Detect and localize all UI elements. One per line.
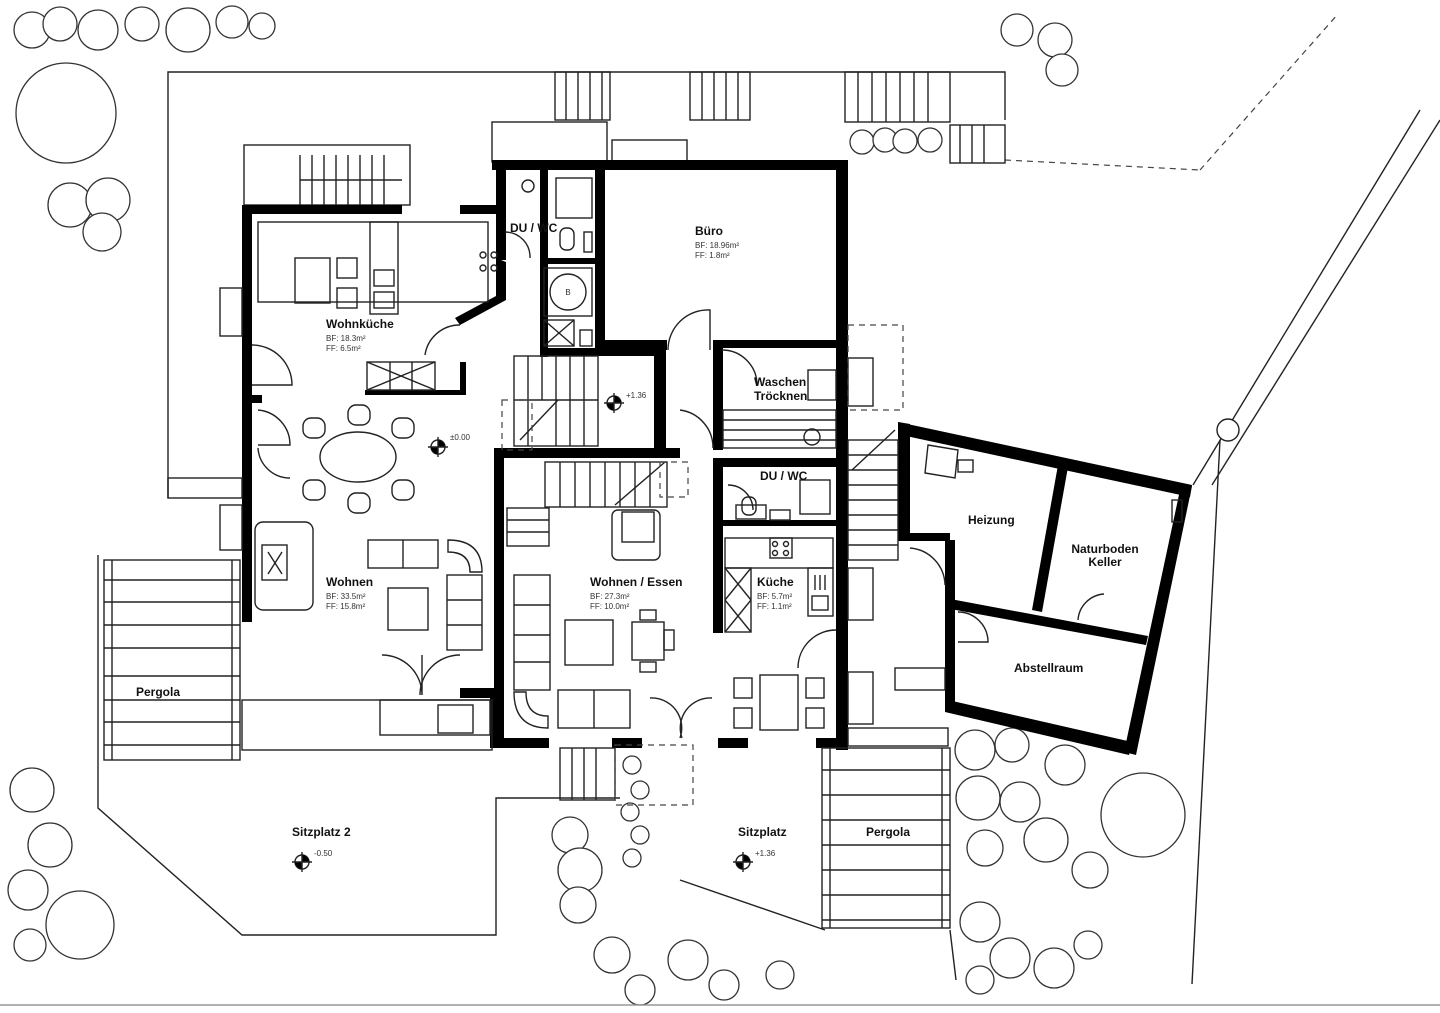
room-name-wohnkueche: Wohnküche <box>326 317 394 331</box>
room-name-kueche: Küche <box>757 575 794 589</box>
room-name-wohnen: Wohnen <box>326 575 373 589</box>
tree-cluster-bottom-left <box>7 767 115 962</box>
room-name-buero: Büro <box>695 224 723 238</box>
room-name-abstellraum: Abstellraum <box>1014 661 1083 675</box>
room-ff-buero: FF: 1.8m² <box>695 251 730 260</box>
room-bf-wohnen: BF: 33.5m² <box>326 592 366 601</box>
room-bf-wohnkueche: BF: 18.3m² <box>326 334 366 343</box>
room-name-wohnen-essen: Wohnen / Essen <box>590 575 682 589</box>
pergola-right-structure <box>821 727 951 929</box>
level-marker-sitzplatz2: -0.50 <box>292 849 333 872</box>
tree-cluster-top-left <box>13 5 276 252</box>
room-ff-wohnkueche: FF: 6.5m² <box>326 344 361 353</box>
interior-stairs <box>501 355 946 806</box>
room-name-waschen: Waschen <box>754 375 806 389</box>
tree-cluster-top-right <box>849 13 1079 155</box>
level-markers: +1.36 ±0.00 -0.50 +1.36 <box>292 391 776 872</box>
stair-treads-north <box>565 72 985 163</box>
room-name-sitzplatz: Sitzplatz <box>738 825 787 839</box>
doors <box>251 231 1105 739</box>
room-name-naturboden: Naturboden <box>1071 542 1138 556</box>
shrubs-path <box>620 755 650 868</box>
level-marker-stair: +1.36 <box>604 391 647 413</box>
room-name-heizung: Heizung <box>968 513 1015 527</box>
room-bf-buero: BF: 18.96m² <box>695 241 739 250</box>
room-labels: Wohnküche BF: 18.3m² FF: 6.5m² DU / WC B… <box>136 221 1139 839</box>
room-name-keller: Keller <box>1088 555 1122 569</box>
room-name-pergola-right: Pergola <box>866 825 910 839</box>
furniture: B <box>254 177 974 731</box>
room-ff-kueche: FF: 1.1m² <box>757 602 792 611</box>
walls <box>242 160 1192 755</box>
room-ff-wohnen: FF: 15.8m² <box>326 602 365 611</box>
level-label-sitzplatz2: -0.50 <box>314 849 333 858</box>
level-marker-sitzplatz: +1.36 <box>733 849 776 872</box>
level-marker-living: ±0.00 <box>428 433 471 457</box>
room-name-sitzplatz2: Sitzplatz 2 <box>292 825 351 839</box>
windows <box>167 287 1183 725</box>
tree-cluster-bottom-middle <box>551 816 795 1006</box>
room-name-trocknen: Tröcknen <box>754 389 807 403</box>
boiler-label: B <box>565 288 570 297</box>
level-label-stair: +1.36 <box>626 391 647 400</box>
tree-cluster-bottom-right <box>954 727 1186 995</box>
room-bf-kueche: BF: 5.7m² <box>757 592 792 601</box>
level-label-living: ±0.00 <box>450 433 471 442</box>
room-ff-wohnen-essen: FF: 10.0m² <box>590 602 629 611</box>
room-bf-wohnen-essen: BF: 27.3m² <box>590 592 630 601</box>
level-label-sitzplatz: +1.36 <box>755 849 776 858</box>
room-name-du-wc-1: DU / WC <box>510 221 558 235</box>
stair-treads-wohnkueche <box>299 155 402 205</box>
room-name-pergola-left: Pergola <box>136 685 180 699</box>
room-name-du-wc-2: DU / WC <box>760 469 808 483</box>
trees <box>7 5 1186 1006</box>
pergola-left-structure <box>103 559 493 761</box>
